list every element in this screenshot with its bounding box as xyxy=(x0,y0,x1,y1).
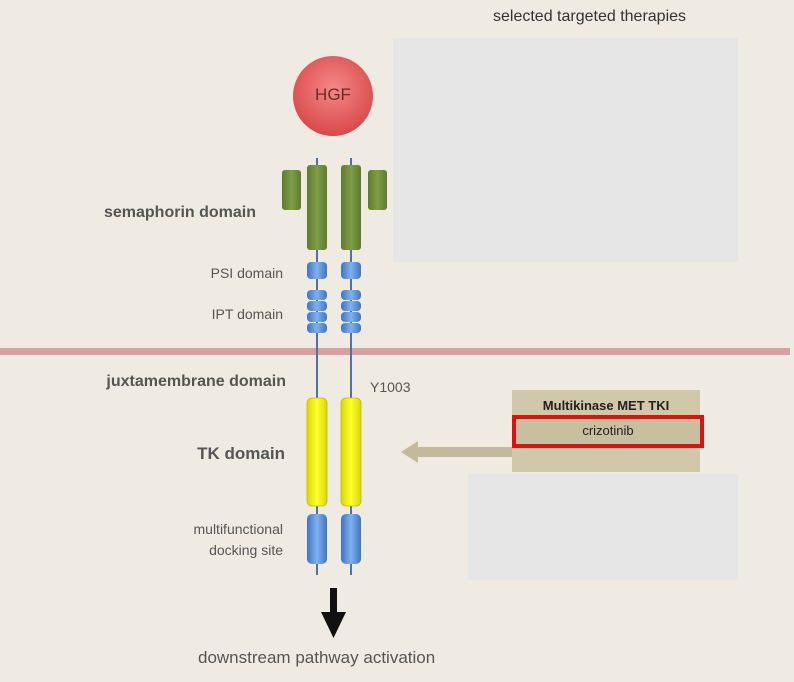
crizotinib-label: crizotinib xyxy=(582,423,634,438)
tk-right xyxy=(340,397,362,507)
ipt-domain-label: IPT domain xyxy=(211,306,283,322)
hgf-label: HGF xyxy=(315,85,351,104)
y1003-label: Y1003 xyxy=(370,379,411,395)
downstream-arrow-icon xyxy=(321,588,346,638)
cell-membrane xyxy=(0,348,790,355)
downstream-activation-label: downstream pathway activation xyxy=(198,648,436,667)
docking-site-label-line2: docking site xyxy=(209,542,283,558)
semaphorin-domain-label: semaphorin domain xyxy=(103,204,256,221)
therapy-arrow-icon xyxy=(401,441,512,463)
semaphorin-right xyxy=(341,165,361,250)
docking-site-label-line1: multifunctional xyxy=(193,521,284,537)
tki-category-label: Multikinase MET TKI xyxy=(542,398,670,413)
ipt-right xyxy=(341,290,361,333)
juxtamembrane-domain-label: juxtamembrane domain xyxy=(106,373,286,390)
psi-domain-label: PSI domain xyxy=(210,265,283,281)
hgf-circle xyxy=(293,56,373,136)
docking-right xyxy=(341,514,361,564)
psi-left xyxy=(307,262,327,279)
crizotinib-highlight: crizotinib xyxy=(512,415,704,448)
ipt-left xyxy=(307,290,327,333)
semaphorin-side-right xyxy=(368,170,387,210)
therapy-panel-bottom xyxy=(468,474,738,580)
page-title: selected targeted therapies xyxy=(493,8,687,25)
tk-domain-label: TK domain xyxy=(197,444,285,463)
semaphorin-side-left xyxy=(282,170,301,210)
docking-left xyxy=(307,514,327,564)
semaphorin-left xyxy=(307,165,327,250)
tk-left xyxy=(306,397,328,507)
psi-right xyxy=(341,262,361,279)
therapy-panel-top xyxy=(393,38,738,262)
